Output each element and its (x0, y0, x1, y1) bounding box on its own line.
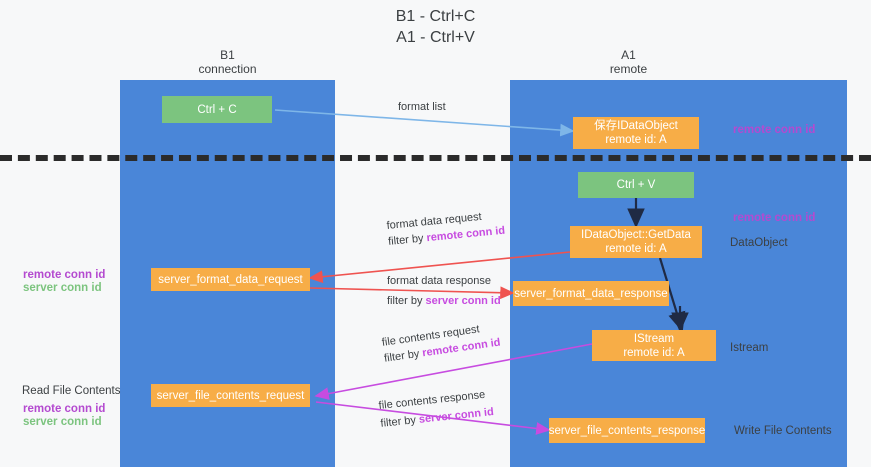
annotation-left-remote-conn-id-1: remote conn id (23, 269, 106, 281)
annotation-left-remote-conn-id-2: remote conn id (23, 403, 106, 415)
box-istream-line-1: IStream (633, 332, 675, 345)
lane-header-b1-subtitle: connection (198, 62, 257, 76)
annotation-right-dataobject: DataObject (730, 237, 788, 249)
box-ctrl-c[interactable]: Ctrl + C (162, 96, 272, 123)
annotation-right-write-file-contents: Write File Contents (734, 425, 832, 437)
box-server-format-data-response[interactable]: server_format_data_response (513, 281, 669, 306)
box-istream[interactable]: IStream remote id: A (592, 330, 716, 361)
page-title: B1 - Ctrl+C A1 - Ctrl+V (0, 6, 871, 48)
box-save-idataobject-line-2: remote id: A (605, 134, 667, 146)
lane-header-a1-subtitle: remote (609, 62, 648, 76)
box-getdata-line-1: IDataObject::GetData (581, 229, 691, 241)
filter-prefix: filter by (387, 295, 426, 307)
title-line-2: A1 - Ctrl+V (396, 29, 475, 46)
lane-header-b1: B1 connection (120, 48, 335, 76)
annotation-left-server-conn-id-1: server conn id (23, 282, 102, 294)
box-server-file-contents-response-label: server_file_contents_response (548, 424, 706, 437)
edge-label-file-contents-response-group: file contents response filter by server … (378, 387, 494, 431)
box-ctrl-c-label: Ctrl + C (197, 103, 237, 116)
box-server-format-data-response-label: server_format_data_response (514, 287, 668, 300)
annotation-right-remote-conn-id-top: remote conn id (733, 124, 816, 136)
box-getdata-line-2: remote id: A (605, 243, 667, 255)
edge-label-format-data-request-group: format data request filter by remote con… (386, 208, 506, 249)
lane-header-b1-name: B1 (220, 48, 235, 62)
edge-label-file-contents-request-group: file contents request filter by remote c… (381, 320, 501, 366)
filter-prefix: filter by (387, 232, 428, 248)
phase-divider (0, 155, 871, 161)
box-save-idataobject-line-1: 保存IDataObject (594, 120, 678, 132)
lane-header-a1-name: A1 (621, 48, 636, 62)
box-idataobject-getdata[interactable]: IDataObject::GetData remote id: A (570, 226, 702, 258)
box-ctrl-v[interactable]: Ctrl + V (578, 172, 694, 198)
box-server-file-contents-response[interactable]: server_file_contents_response (549, 418, 705, 443)
edge-label-format-data-response-filter: filter by server conn id (387, 294, 501, 308)
box-ctrl-v-label: Ctrl + V (616, 179, 656, 191)
box-server-file-contents-request-label: server_file_contents_request (156, 389, 305, 402)
annotation-left-server-conn-id-2: server conn id (23, 416, 102, 428)
edge-label-format-data-response-group: format data response filter by server co… (387, 274, 501, 308)
annotation-right-remote-conn-id-mid: remote conn id (733, 212, 816, 224)
box-istream-line-2: remote id: A (623, 346, 685, 359)
edge-label-format-data-response: format data response (387, 275, 491, 287)
filter-prefix: filter by (379, 413, 420, 430)
filter-prefix: filter by (383, 347, 424, 365)
edge-label-format-list: format list (398, 101, 446, 113)
box-save-idataobject[interactable]: 保存IDataObject remote id: A (573, 117, 699, 149)
annotation-right-istream: Istream (730, 342, 769, 354)
filter-key-server-conn-id: server conn id (418, 406, 495, 426)
annotation-left-read-file-contents: Read File Contents (22, 385, 121, 397)
box-server-format-data-request[interactable]: server_format_data_request (151, 268, 310, 291)
box-server-file-contents-request[interactable]: server_file_contents_request (151, 384, 310, 407)
title-line-1: B1 - Ctrl+C (395, 8, 476, 25)
filter-key-server-conn-id: server conn id (425, 295, 501, 307)
lane-header-a1: A1 remote (510, 48, 747, 76)
box-server-format-data-request-label: server_format_data_request (158, 273, 303, 286)
